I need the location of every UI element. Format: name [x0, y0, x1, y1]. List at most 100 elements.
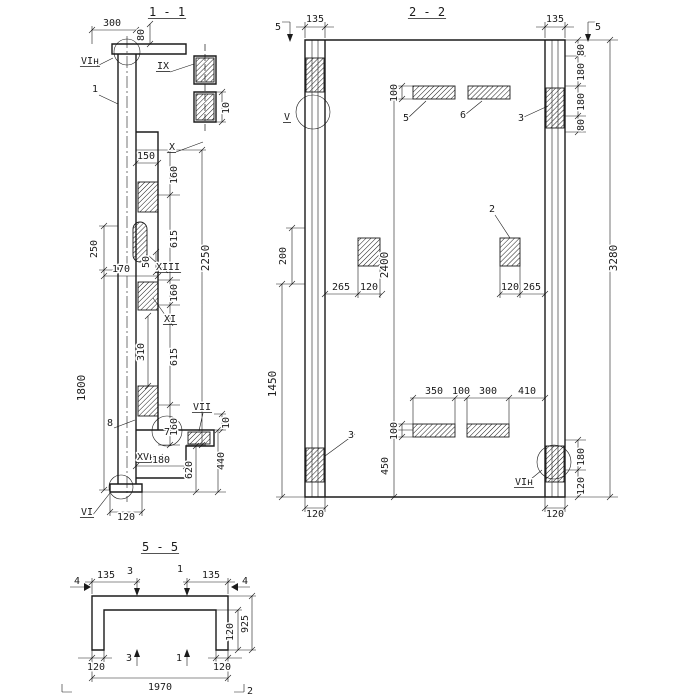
dim-80-right-1: 80: [576, 44, 587, 56]
dim-615-a: 615: [169, 230, 180, 248]
section-5-5-dimension-lines: [61, 578, 256, 693]
dim-180-console: 180: [152, 455, 170, 466]
detail-circle-7: [151, 415, 183, 447]
dim-3280: 3280: [607, 245, 620, 272]
section-2-2-dimension-lines: [276, 21, 618, 512]
marker-XI: XI: [164, 314, 176, 325]
dim-80-right-2: 80: [576, 119, 587, 131]
dim-300-chain: 300: [479, 386, 497, 397]
dim-620: 620: [184, 461, 195, 479]
anchor-plate: [499, 237, 521, 267]
section-5-5-view: [61, 578, 256, 693]
marker-4-right: 4: [242, 576, 248, 587]
anchor-plate: [305, 447, 325, 483]
dim-180-right-2: 180: [576, 93, 587, 111]
dim-120-mid-left: 120: [360, 282, 378, 293]
section-1-1-view: [88, 20, 226, 517]
embedded-bar: [412, 423, 456, 438]
detail-circle-VIn-top: [113, 38, 141, 66]
marker-1-bottom: 1: [176, 653, 182, 664]
anchor-plate: [305, 57, 325, 93]
console-plate: [187, 431, 211, 445]
dim-1450: 1450: [266, 371, 279, 398]
embedded-bar: [412, 85, 456, 100]
marker-2-bottom-right: 2: [247, 686, 253, 697]
title-section-5-5: 5 - 5: [142, 540, 178, 554]
marker-XIII: XIII: [156, 262, 180, 273]
part-8: 8: [107, 418, 113, 429]
dim-310: 310: [136, 343, 147, 361]
part-3-top: 3: [518, 113, 524, 124]
dim-10-upper: 10: [221, 102, 232, 114]
dim-135-top-right: 135: [546, 14, 564, 25]
anchor-plate: [545, 445, 565, 483]
embedded-bar: [467, 85, 511, 100]
marker-XVn: XVн: [137, 452, 155, 463]
detail-circle-VI-bottom: [108, 474, 134, 500]
marker-VIn-top: VIн: [81, 56, 99, 67]
dim-100-top: 100: [389, 84, 400, 102]
section-5-5-object-lines: [91, 595, 229, 651]
dim-265-mid-left: 265: [332, 282, 350, 293]
marker-VIn-bottom: VIн: [515, 477, 533, 488]
dim-410: 410: [518, 386, 536, 397]
marker-X: X: [169, 142, 175, 153]
dim-350: 350: [425, 386, 443, 397]
marker-IX: IX: [157, 61, 169, 72]
dim-1970: 1970: [148, 682, 172, 693]
title-section-2-2: 2 - 2: [409, 5, 445, 19]
part-6: 6: [460, 110, 466, 121]
marker-5-top-right: 5: [595, 22, 601, 33]
embedded-bar: [466, 423, 510, 438]
dim-135-55-left: 135: [97, 570, 115, 581]
part-7: 7: [164, 427, 170, 438]
dim-100-bottom: 100: [389, 422, 400, 440]
detail-circle-V: [295, 94, 331, 130]
dim-200: 200: [278, 247, 289, 265]
dim-120-base: 120: [117, 512, 135, 523]
dim-120-bottom-right: 120: [546, 509, 564, 520]
dim-80-top: 80: [136, 29, 147, 41]
dim-120-right-bottom: 120: [576, 477, 587, 495]
dim-180-right-1: 180: [576, 63, 587, 81]
dim-180-right-bottom: 180: [576, 448, 587, 466]
section-2-2-member-faces: [311, 40, 559, 497]
marker-V: V: [284, 112, 290, 123]
dim-300-top: 300: [103, 18, 121, 29]
dim-925: 925: [240, 615, 251, 633]
dim-170: 170: [112, 264, 130, 275]
dim-135-top-left: 135: [306, 14, 324, 25]
dim-450: 450: [380, 457, 391, 475]
dim-265-mid-right: 265: [523, 282, 541, 293]
slot-insert: [132, 221, 148, 263]
marker-3-bottom: 3: [126, 653, 132, 664]
dim-150: 150: [137, 151, 155, 162]
marker-1-top: 1: [177, 564, 183, 575]
part-5: 5: [403, 113, 409, 124]
dim-120-55-bottom-right: 120: [213, 662, 231, 673]
anchor-plate: [137, 385, 159, 417]
part-2: 2: [489, 204, 495, 215]
dim-2250: 2250: [199, 245, 212, 272]
section-1-1-dimension-lines: [88, 20, 226, 517]
dim-160-b: 160: [169, 284, 180, 302]
anchor-plate: [357, 237, 381, 267]
title-section-1-1: 1 - 1: [149, 5, 185, 19]
marker-4-left: 4: [74, 576, 80, 587]
dim-50: 50: [141, 256, 152, 268]
anchor-plate: [195, 93, 215, 121]
anchor-plate: [137, 281, 159, 311]
dim-250: 250: [89, 240, 100, 258]
marker-3-top: 3: [127, 566, 133, 577]
anchor-plate: [545, 87, 565, 129]
dim-160-a: 160: [169, 166, 180, 184]
detail-circle-VIn: [536, 444, 572, 480]
dim-135-55-right: 135: [202, 570, 220, 581]
marker-5-top-left: 5: [275, 22, 281, 33]
anchor-plate: [137, 181, 159, 213]
section-2-2-object-lines: [304, 39, 566, 498]
dim-10-lower: 10: [221, 417, 232, 429]
dim-615-b: 615: [169, 348, 180, 366]
